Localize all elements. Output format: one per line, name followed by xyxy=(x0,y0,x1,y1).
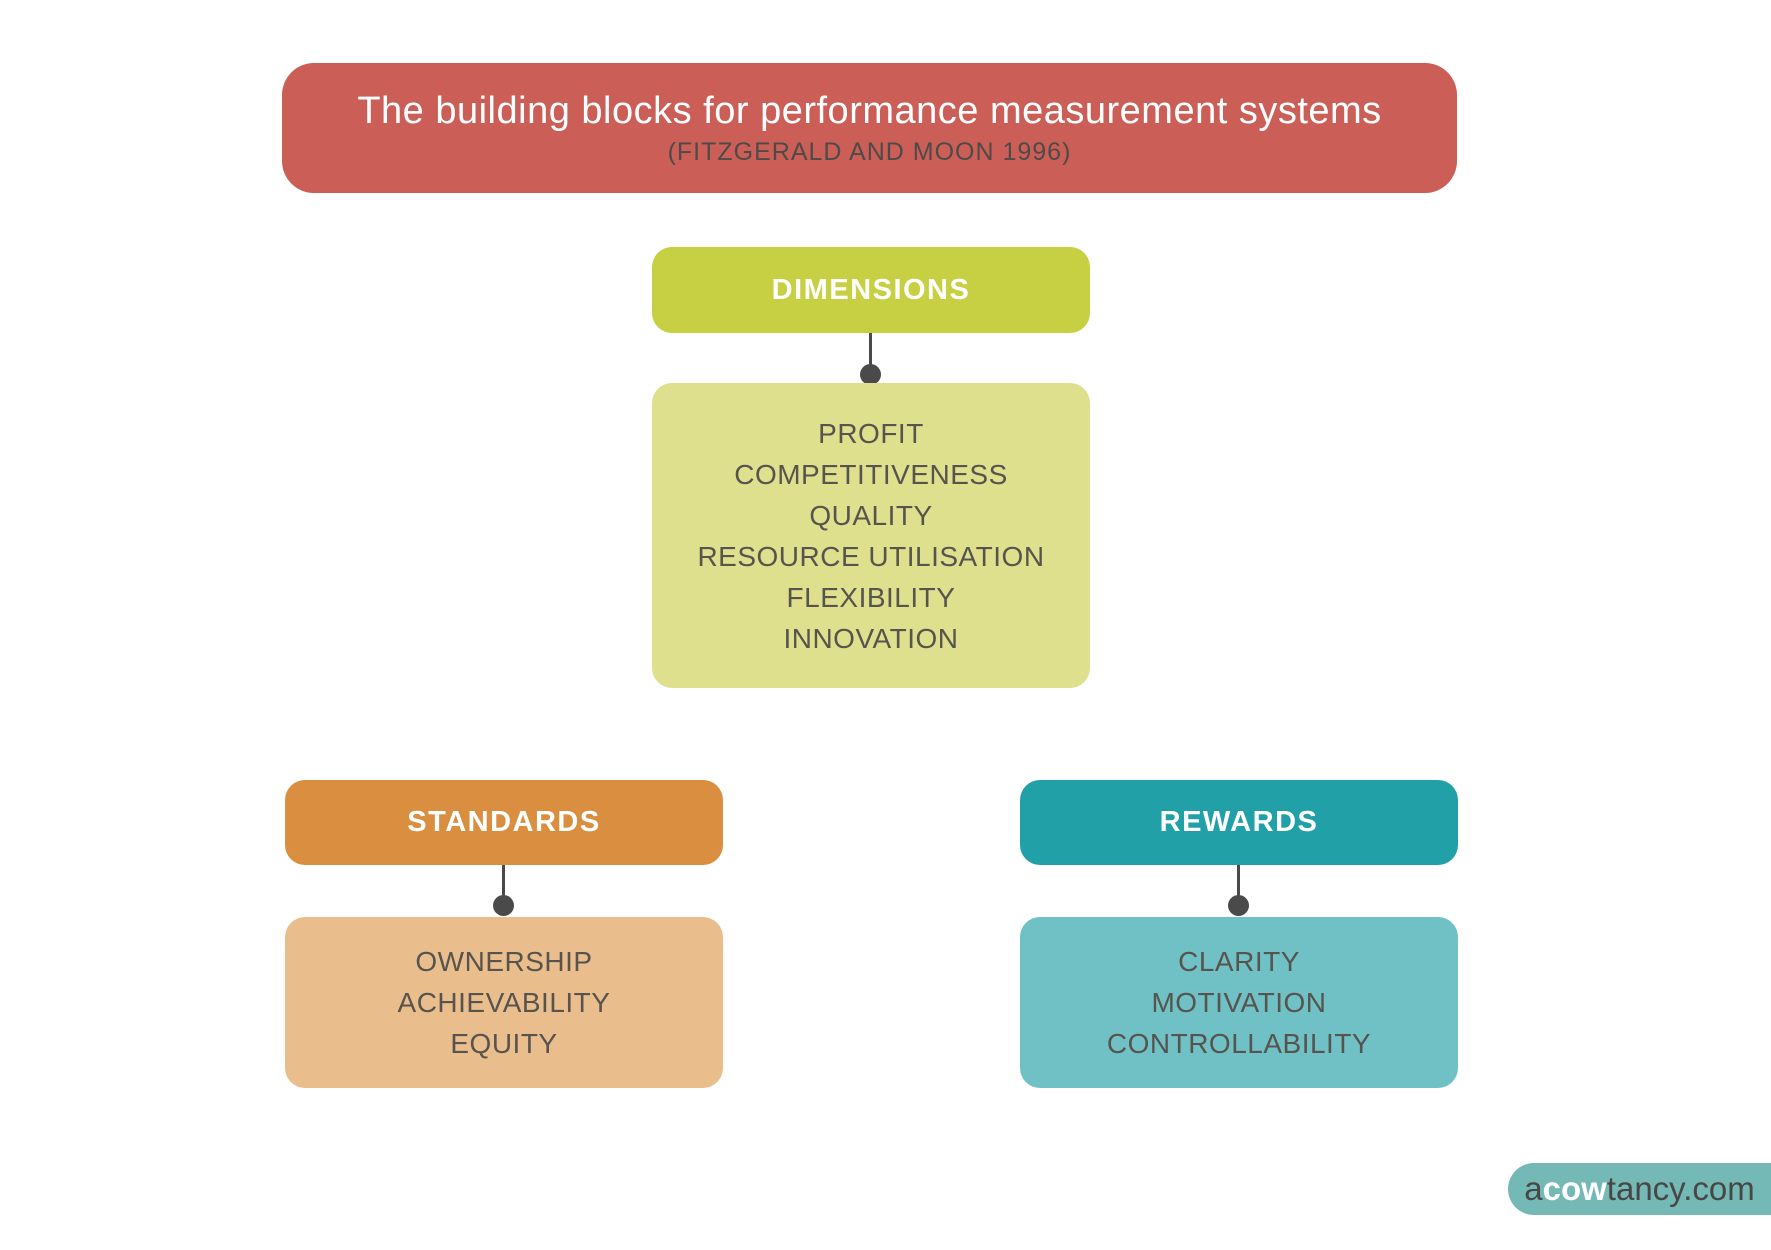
title-banner: The building blocks for performance meas… xyxy=(282,63,1457,193)
page-title: The building blocks for performance meas… xyxy=(357,89,1382,132)
dimensions-connector-dot xyxy=(860,364,881,385)
list-item: PROFIT xyxy=(818,417,924,449)
standards-header-box: STANDARDS xyxy=(285,780,723,865)
standards-connector-dot xyxy=(493,895,514,916)
rewards-connector-line xyxy=(1237,865,1240,906)
list-item: ACHIEVABILITY xyxy=(397,987,611,1018)
list-item: EQUITY xyxy=(450,1028,558,1059)
standards-content-box: OWNERSHIP ACHIEVABILITY EQUITY xyxy=(285,917,723,1088)
rewards-label: REWARDS xyxy=(1159,806,1319,838)
dimensions-content-box: PROFIT COMPETITIVENESS QUALITY RESOURCE … xyxy=(652,383,1090,688)
list-item: CONTROLLABILITY xyxy=(1106,1028,1372,1059)
list-item: COMPETITIVENESS xyxy=(734,458,1008,490)
list-item: QUALITY xyxy=(809,499,933,531)
logo-text-suffix: tancy.com xyxy=(1606,1170,1755,1207)
page-subtitle: (FITZGERALD AND MOON 1996) xyxy=(667,137,1072,166)
standards-connector-line xyxy=(502,865,505,906)
list-item: CLARITY xyxy=(1178,946,1300,977)
list-item: RESOURCE UTILISATION xyxy=(697,540,1045,572)
dimensions-connector-line xyxy=(869,333,872,375)
list-item: FLEXIBILITY xyxy=(786,581,956,613)
list-item: MOTIVATION xyxy=(1151,987,1327,1018)
list-item: OWNERSHIP xyxy=(415,946,593,977)
rewards-content-box: CLARITY MOTIVATION CONTROLLABILITY xyxy=(1020,917,1458,1088)
logo-text-prefix: a xyxy=(1524,1170,1543,1207)
dimensions-header-box: DIMENSIONS xyxy=(652,247,1090,333)
logo-text-cow: cow xyxy=(1542,1170,1607,1207)
rewards-connector-dot xyxy=(1228,895,1249,916)
dimensions-label: DIMENSIONS xyxy=(771,273,971,306)
standards-label: STANDARDS xyxy=(407,806,601,838)
list-item: INNOVATION xyxy=(783,622,959,654)
rewards-header-box: REWARDS xyxy=(1020,780,1458,865)
